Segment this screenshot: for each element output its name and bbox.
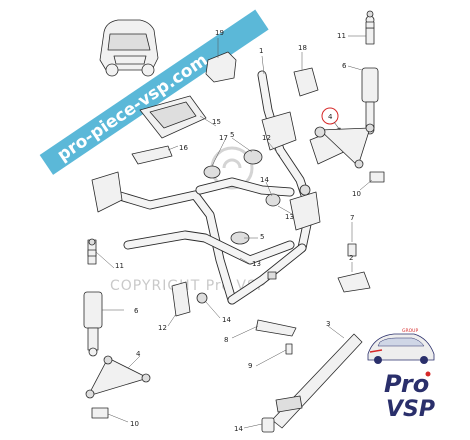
brand-vsp: VSP: [386, 397, 435, 422]
callout-6-left: 6: [134, 307, 139, 315]
bushing-9: [285, 343, 293, 355]
callout-15: 15: [212, 118, 221, 126]
callout-13-mid: 13: [252, 260, 261, 268]
car-thumbnail-icon: [99, 19, 159, 77]
callout-numbers: 19 1 18 11 6 15 17 16 5 12 10 14 13 5 7 …: [115, 29, 361, 433]
callout-12-left: 12: [158, 324, 167, 332]
pro-vsp-car-logo-icon: [367, 333, 435, 364]
callout-14-bottom: 14: [234, 425, 243, 433]
callout-4-highlighted: 4: [328, 113, 333, 121]
shock-absorber-left: [83, 239, 103, 357]
callout-10-right: 10: [352, 190, 361, 198]
control-arm-left: [85, 355, 151, 399]
washers-11-left: [87, 238, 97, 257]
callout-18: 18: [298, 44, 307, 52]
callout-11-top: 11: [337, 32, 346, 40]
bracket-2: [337, 271, 371, 293]
subframe-assembly: [91, 70, 349, 305]
bushing-10-left: [91, 407, 109, 419]
callout-8: 8: [224, 336, 228, 344]
callout-10-left: 10: [130, 420, 139, 428]
bracket-12-left: [171, 281, 191, 317]
brand-group-label: GROUP: [402, 328, 418, 334]
callout-3: 3: [326, 320, 330, 328]
frame-mounts: [196, 149, 357, 304]
callout-1: 1: [259, 47, 263, 55]
callout-6-top: 6: [342, 62, 347, 70]
bracket-19: [205, 51, 237, 83]
callout-4-left: 4: [136, 350, 141, 358]
callout-5-mid: 5: [260, 233, 264, 241]
callout-13-top: 13: [285, 213, 294, 221]
washers-11-top: [365, 10, 375, 29]
callout-14-mid: 14: [260, 176, 269, 184]
plate-16: [131, 145, 173, 165]
callout-5-top: 5: [230, 131, 234, 139]
highlight-marker: 4: [321, 107, 341, 131]
bracket-8: [255, 319, 297, 337]
lower-beam-3: [271, 333, 363, 429]
callout-7: 7: [350, 214, 354, 222]
callout-9: 9: [248, 362, 252, 370]
callout-14-left: 14: [222, 316, 231, 324]
bracket-18: [293, 67, 319, 97]
callout-17: 17: [219, 134, 228, 142]
pro-vsp-logo: GROUP Pro VSP: [367, 328, 435, 422]
callout-2: 2: [349, 254, 353, 262]
mount-14-bottom: [261, 417, 275, 433]
callout-16: 16: [179, 144, 188, 152]
leader-lines: [95, 35, 373, 429]
callout-12-top: 12: [262, 134, 271, 142]
brand-pro: Pro: [384, 370, 429, 398]
bushing-10-right: [369, 171, 385, 183]
watermark: COPYRIGHT Pro VSP: [110, 146, 265, 294]
callout-11-left: 11: [115, 262, 124, 270]
control-arm-highlighted: [314, 123, 375, 169]
bracket-17: [139, 95, 207, 139]
callout-19: 19: [215, 29, 224, 37]
shock-absorber-right: [361, 15, 379, 135]
